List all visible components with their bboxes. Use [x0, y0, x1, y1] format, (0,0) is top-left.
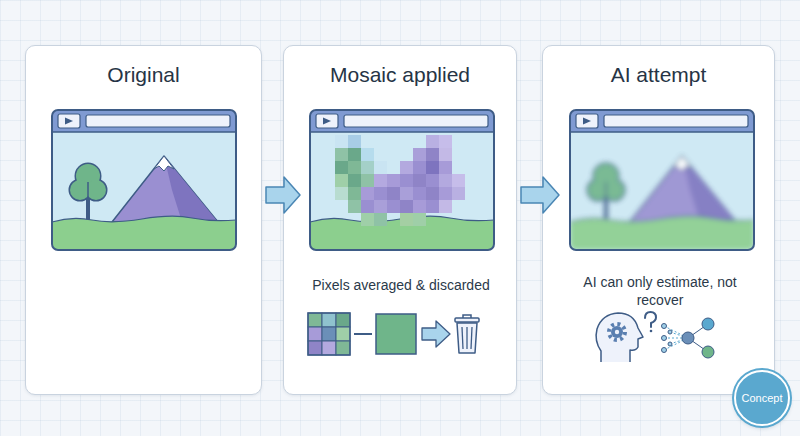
panel-card: Original [25, 45, 262, 395]
panel-title: Original [26, 63, 261, 87]
panel-note: Pixels averaged & discarded [290, 276, 512, 294]
panel-card: Mosaic appliedPixels averaged & discarde… [283, 45, 517, 395]
flow-arrow [521, 177, 559, 213]
panel-card: AI attempt AI can only estimate, not reco… [542, 45, 775, 395]
ai-head-icon [596, 312, 656, 362]
averaging-icon [308, 313, 479, 355]
browser-window [310, 110, 494, 250]
badge-text: Concept [742, 392, 783, 404]
panel-note: AI can only estimate, not recover [565, 273, 755, 309]
panel-title: Mosaic applied [284, 63, 516, 87]
browser-window [570, 110, 754, 250]
mosaic-blocks [335, 135, 465, 226]
browser-window [52, 110, 236, 250]
concept-badge: Concept [734, 370, 790, 426]
neural-net-icon [662, 318, 715, 358]
flow-arrow [266, 177, 300, 213]
panel-title: AI attempt [543, 63, 774, 87]
